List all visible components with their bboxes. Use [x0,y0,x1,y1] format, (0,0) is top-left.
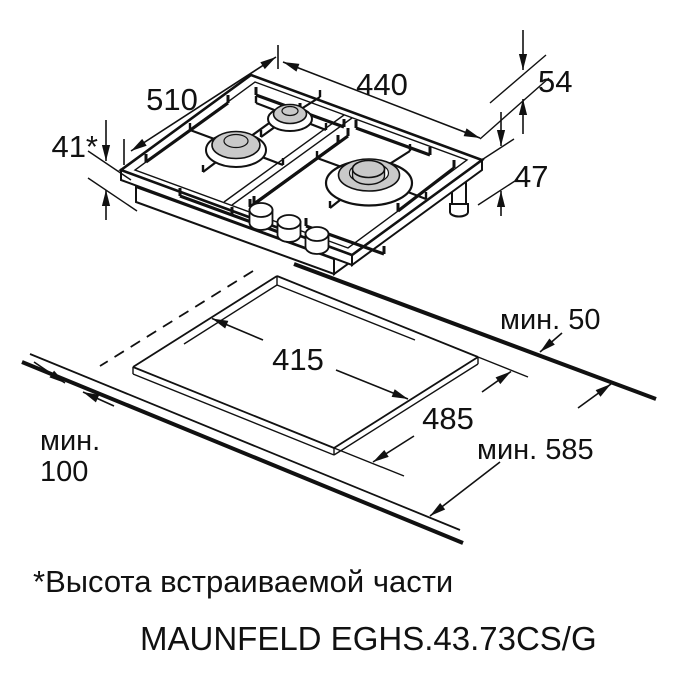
label-hob-depth: 510 [146,82,198,117]
dimension-rear-50 [539,332,563,353]
control-knobs [248,202,330,255]
label-side-clearance-word: мин. [40,425,100,457]
worktop-back-edge [293,262,657,401]
label-cutout-width: 415 [272,342,324,377]
dimension-cutout-415 [211,317,409,400]
label-cutout-depth: 485 [422,401,474,436]
dimension-54 [479,30,550,140]
burner-large-right [324,158,414,207]
label-profile-height: 54 [538,64,572,99]
label-built-in-height: 41* [51,129,98,164]
label-under-height: 47 [514,159,548,194]
label-worktop-depth-min: мин. 585 [477,434,594,466]
control-knob [304,226,330,255]
dimension-cutout-485 [372,370,512,463]
extension-lines-485 [333,356,529,477]
burner-medium-front-left [205,130,267,168]
footnote: *Высота встраиваемой части [33,564,453,599]
hob-dimension-lines [87,30,550,220]
dimension-47 [476,112,519,216]
label-rear-clearance: мин. 50 [500,304,601,336]
label-side-clearance-value: 100 [40,456,88,488]
dimension-worktop-585 [429,383,612,517]
side-wall-dashed-line [99,270,254,367]
label-hob-width: 440 [356,67,408,102]
worktop-front-edge-top [29,353,461,531]
dimension-510-line [130,56,277,152]
dimension-440-line [282,61,481,139]
worktop-drawing [21,262,657,545]
dimension-side-100 [33,361,115,407]
model-label: MAUNFELD EGHS.43.73CS/G [140,620,597,657]
control-knob [276,214,302,243]
control-knob [248,202,274,231]
cutout-outline [132,275,479,456]
dimension-41 [87,120,138,220]
